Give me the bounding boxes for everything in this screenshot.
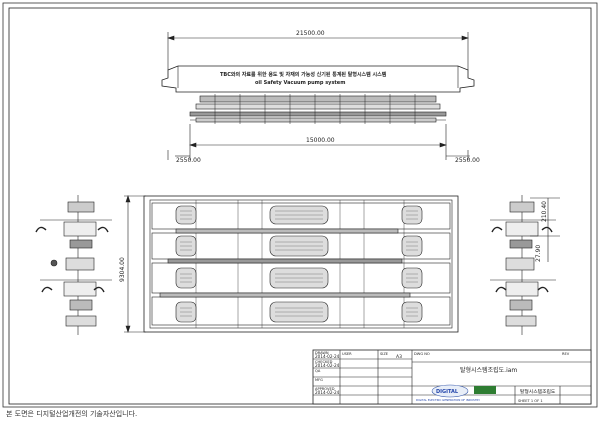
right-side-view [490, 195, 560, 335]
plan-height-dimension: 9304.00 [119, 257, 126, 282]
drawn-date: 2014-02-24 [315, 354, 340, 359]
inner-dimension: 15000.00 [306, 137, 335, 144]
approved-label: APPROVED [315, 387, 335, 391]
sheet-number: SHEET 1 OF 1 [518, 399, 543, 403]
inner-border [8, 7, 592, 405]
left-side-view [35, 195, 112, 335]
overall-dimension: 21500.00 [296, 30, 325, 37]
drawn-label: DRAWN [315, 351, 329, 355]
top-view-title-line2: oil Safety Vacuum pump system [255, 80, 345, 86]
size-label: SIZE [380, 352, 389, 356]
approved-date: 2014-02-24 [315, 390, 340, 395]
plan-view [124, 195, 459, 333]
company-logo-icon: DIGITAL DIGITAL ELECTRIC GENERATION OF I… [416, 384, 496, 402]
drawing-title: 탈형시스템조립도 [520, 388, 556, 395]
checked-label: CHECKED [315, 360, 333, 364]
qa-label: QA [315, 369, 321, 373]
file-name: 탈형시스템조립도.iam [460, 366, 517, 374]
size-value: A3 [396, 354, 402, 360]
user-label: USER [342, 352, 352, 356]
side-dimension: 27.90 [535, 245, 542, 262]
dwg-no-label: DWG NO [414, 352, 430, 356]
rev-label: REV [562, 352, 570, 356]
logo-subtext: DIGITAL ELECTRIC GENERATION OF INDUSTRY [416, 398, 480, 402]
outer-border [2, 2, 598, 408]
left-offset-dimension: 2550.00 [176, 157, 201, 164]
top-view [161, 32, 475, 160]
footer-note: 본 도면은 디지털산업개전의 기술자산입니다. [6, 410, 138, 418]
top-view-title-line1: TBC와의 자료를 위한 용도 및 자재의 가능성 신기된 통계된 탈형시스템 … [220, 71, 387, 78]
side-top-dimension: 210.40 [541, 201, 548, 222]
checked-date: 2014-02-24 [315, 363, 340, 368]
logo-text: DIGITAL [436, 389, 459, 395]
mfg-label: MFG [315, 378, 323, 382]
right-offset-dimension: 2550.00 [455, 157, 480, 164]
